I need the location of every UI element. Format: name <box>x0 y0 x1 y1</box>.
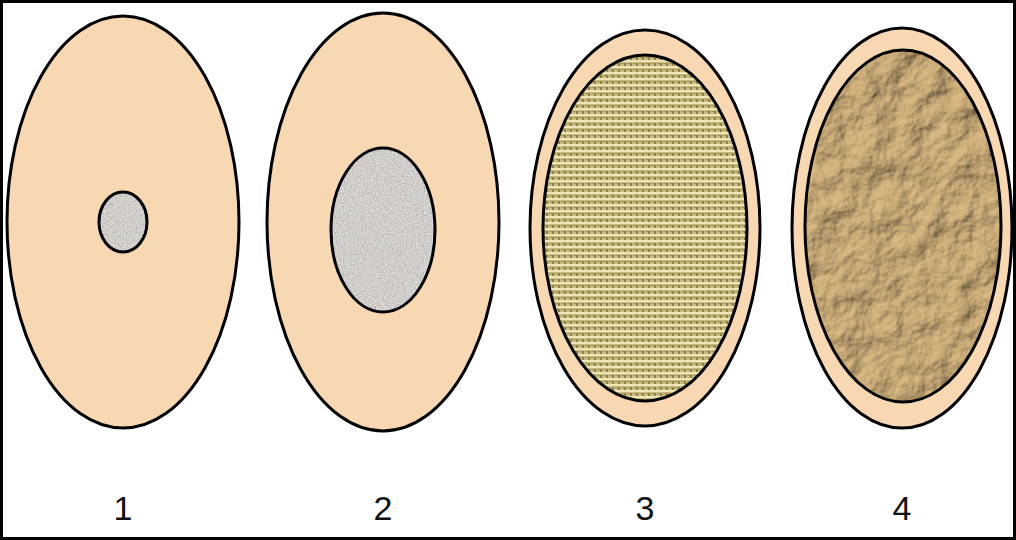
stage-number: 2 <box>374 488 393 528</box>
crumpled-core-outline <box>805 50 1001 402</box>
outer-oval <box>267 13 499 431</box>
inner-core <box>331 148 435 312</box>
stage-number: 4 <box>893 488 912 528</box>
inner-core <box>99 192 147 252</box>
woven-core <box>543 55 747 401</box>
stage-number: 1 <box>114 488 133 528</box>
outer-oval <box>530 30 760 426</box>
stage-number: 3 <box>636 488 655 528</box>
inner-core-outline <box>331 148 435 312</box>
crumpled-core <box>805 50 1001 402</box>
inner-core-outline <box>99 192 147 252</box>
outer-oval <box>7 16 239 428</box>
outer-oval <box>792 28 1012 428</box>
